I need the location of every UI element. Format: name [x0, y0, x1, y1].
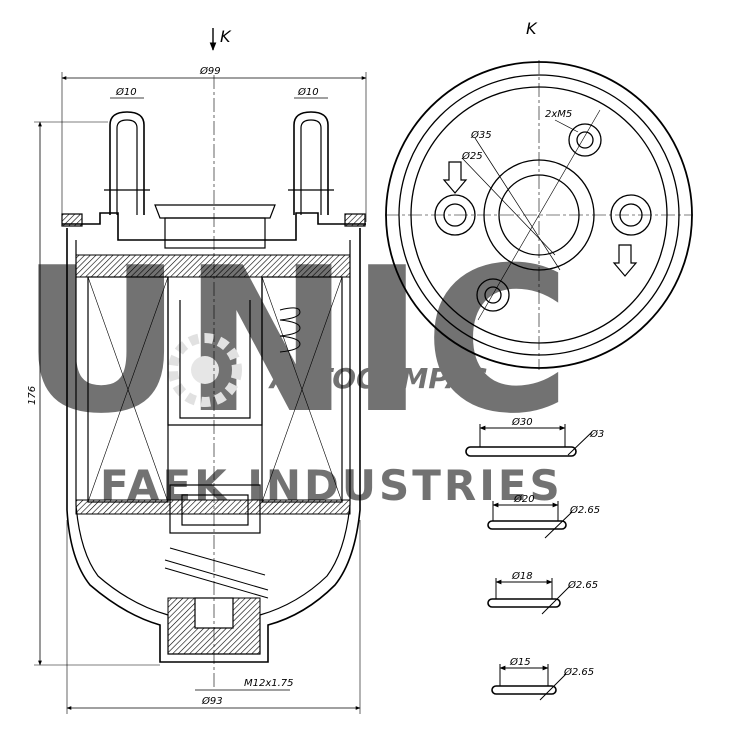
oring-2-section: Ø2.65 — [569, 504, 600, 516]
oring-4-diameter: Ø15 — [509, 656, 531, 668]
watermark-brand: AUTOCOMPAS — [268, 362, 488, 395]
oring-1 — [465, 424, 593, 457]
oring-4-section: Ø2.65 — [563, 666, 594, 678]
section-view — [34, 28, 367, 714]
top-view — [385, 60, 693, 370]
dim-outer-diameter: Ø99 — [199, 65, 221, 77]
view-title: K — [526, 19, 538, 38]
dim-mount-holes: 2xM5 — [545, 109, 572, 120]
dim-height: 176 — [27, 386, 38, 405]
view-arrow-label: K — [220, 27, 232, 46]
oring-1-diameter: Ø30 — [511, 416, 533, 428]
dim-bottom-diameter: Ø93 — [201, 695, 223, 707]
oring-3-diameter: Ø18 — [511, 570, 533, 582]
dim-inlet-right: Ø10 — [297, 86, 319, 98]
oring-1-section: Ø3 — [589, 428, 604, 440]
oring-2-diameter: Ø20 — [513, 493, 535, 505]
oring-3-section: Ø2.65 — [567, 579, 598, 591]
oring-3 — [487, 578, 571, 615]
dim-bore-diameter: Ø25 — [461, 150, 483, 162]
dim-thread: M12x1.75 — [244, 678, 294, 689]
gear-logo-icon — [168, 333, 242, 407]
dim-inlet-left: Ø10 — [115, 86, 137, 98]
dim-ring-diameter: Ø35 — [470, 129, 492, 141]
oring-4 — [491, 664, 567, 701]
oring-2 — [487, 501, 573, 539]
